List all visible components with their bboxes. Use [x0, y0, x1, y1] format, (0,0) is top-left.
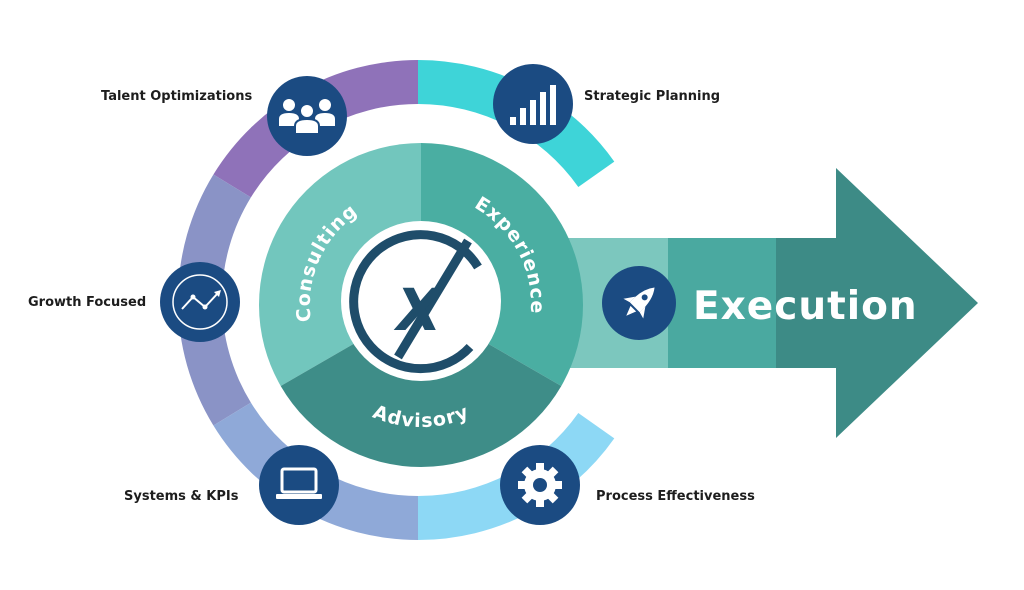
logo-letter: X	[394, 276, 445, 344]
talent-optimizations-label: Talent Optimizations	[101, 89, 253, 104]
rocket-icon	[623, 287, 655, 319]
people-group-icon	[279, 99, 335, 135]
node-talent	[267, 76, 347, 156]
node-process	[500, 445, 580, 525]
node-execution	[602, 266, 676, 340]
execution-label: Execution	[693, 284, 918, 329]
gear-icon	[518, 463, 562, 507]
segment-advisory	[280, 305, 562, 468]
bar-chart-icon	[510, 85, 556, 125]
node-growth	[160, 262, 240, 342]
process-effectiveness-label: Process Effectiveness	[596, 489, 755, 504]
laptop-icon	[276, 467, 322, 499]
strategic-planning-label: Strategic Planning	[584, 89, 721, 104]
arrow-shaft-mid	[668, 238, 778, 368]
trend-line-icon	[172, 274, 228, 330]
growth-focused-label: Growth Focused	[28, 295, 147, 310]
node-systems	[259, 445, 339, 525]
systems-kpis-label: Systems & KPIs	[124, 489, 239, 504]
center-logo: X	[341, 221, 501, 381]
node-strategic	[493, 64, 573, 144]
arrow-head	[776, 168, 978, 438]
